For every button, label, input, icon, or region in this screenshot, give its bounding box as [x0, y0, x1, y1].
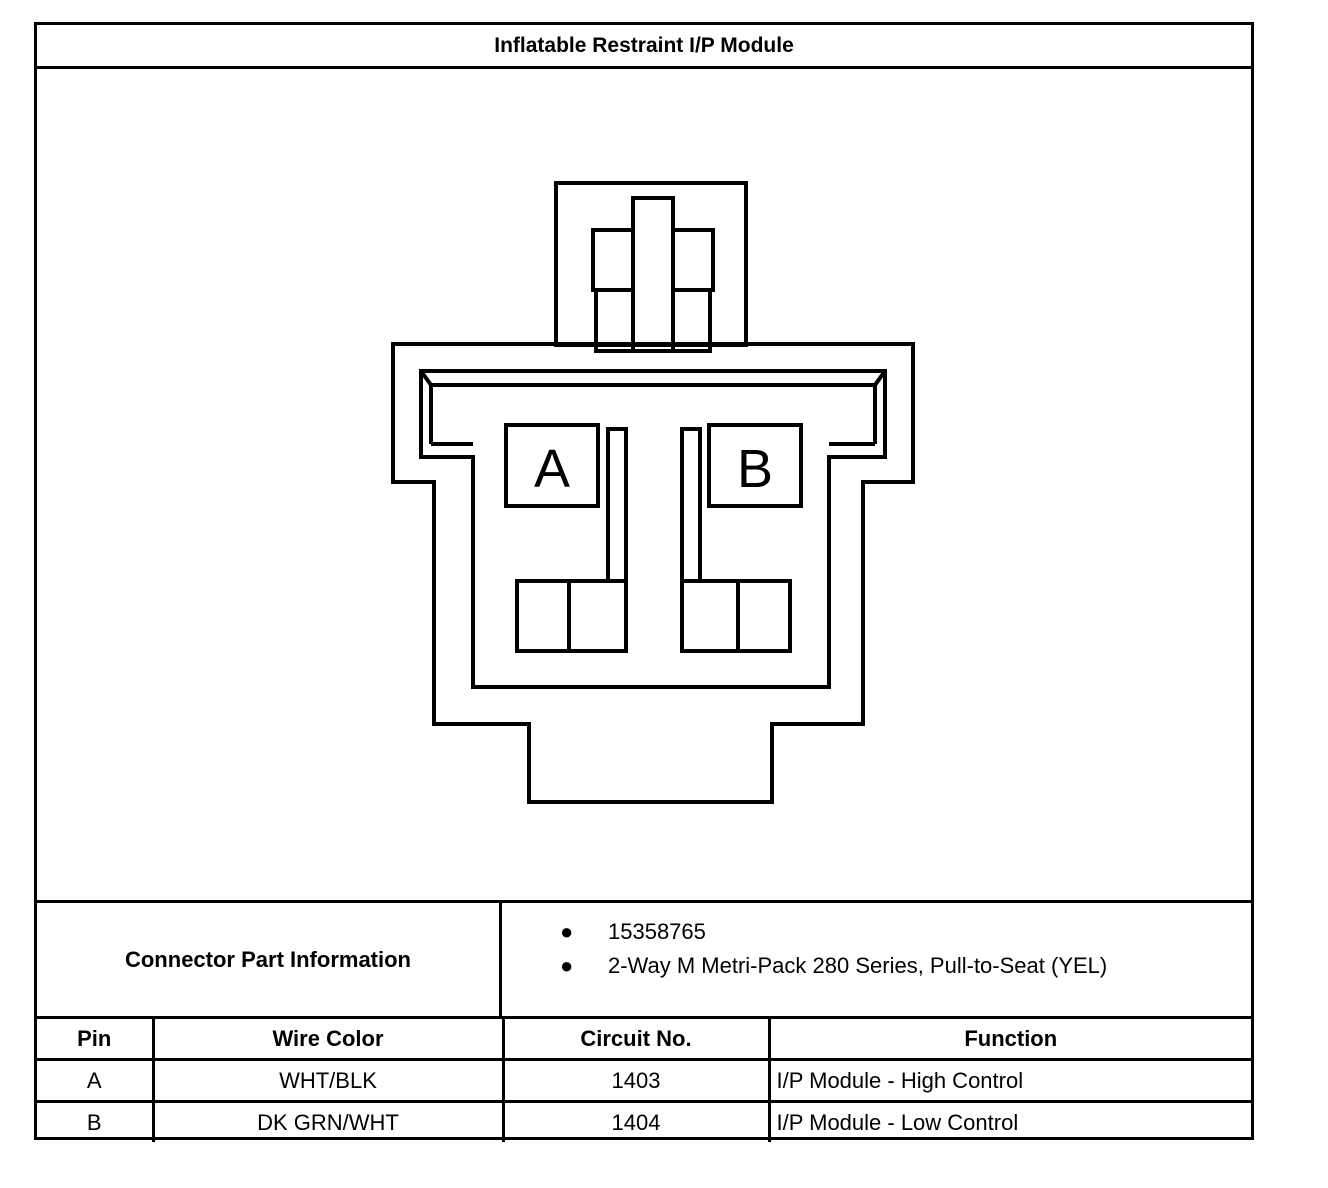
page-title: Inflatable Restraint I/P Module: [37, 25, 1251, 69]
table-header-row: Pin Wire Color Circuit No. Function: [37, 1019, 1251, 1061]
connector-face-svg: A B: [391, 181, 915, 804]
cell-pin: B: [37, 1100, 155, 1142]
header-function: Function: [767, 1019, 1251, 1061]
table-row: B DK GRN/WHT 1404 I/P Module - Low Contr…: [37, 1100, 1251, 1142]
part-info-item: ● 2-Way M Metri-Pack 280 Series, Pull-to…: [502, 949, 1251, 983]
cell-wire-color: WHT/BLK: [151, 1058, 505, 1103]
cell-function: I/P Module - Low Control: [767, 1100, 1251, 1142]
bullet-icon: ●: [560, 919, 574, 944]
cell-function: I/P Module - High Control: [767, 1058, 1251, 1103]
pinout-table: Pin Wire Color Circuit No. Function A WH…: [37, 1019, 1251, 1142]
cavity-b-latch: [680, 427, 702, 583]
cavity-a-label: A: [534, 439, 570, 499]
part-info-list: ● 15358765 ● 2-Way M Metri-Pack 280 Seri…: [502, 903, 1251, 1028]
part-info-item: ● 15358765: [502, 915, 1251, 949]
cell-pin: A: [37, 1058, 155, 1103]
header-pin: Pin: [37, 1019, 155, 1061]
lock-tab-right-upper: [671, 228, 715, 292]
table-row: A WHT/BLK 1403 I/P Module - High Control: [37, 1058, 1251, 1103]
header-circuit-no: Circuit No.: [501, 1019, 771, 1061]
lock-tab-left-lower: [594, 288, 635, 353]
cell-circuit-no: 1404: [501, 1100, 771, 1142]
diagram-frame: Inflatable Restraint I/P Module: [34, 22, 1254, 1142]
lock-tab-right-lower: [671, 288, 712, 353]
bullet-icon: ●: [560, 953, 574, 978]
lock-tab-left-upper: [591, 228, 635, 292]
connector-drawing: A B: [37, 69, 1251, 900]
connector-inner-cavity: [419, 369, 887, 689]
cavity-a-label-box: [504, 423, 600, 508]
part-info-label: Connector Part Information: [37, 903, 502, 1016]
header-wire-color: Wire Color: [151, 1019, 505, 1061]
cavity-a-terminal: [515, 579, 628, 653]
part-number: 15358765: [608, 919, 706, 944]
lock-tab-center: [631, 196, 675, 353]
cell-circuit-no: 1403: [501, 1058, 771, 1103]
cavity-a-latch: [606, 427, 628, 583]
cell-wire-color: DK GRN/WHT: [151, 1100, 505, 1142]
lock-tab-housing: [554, 181, 748, 347]
connector-part-info: Connector Part Information ● 15358765 ● …: [37, 900, 1251, 1019]
cavity-b-label-box: [707, 423, 803, 508]
part-description: 2-Way M Metri-Pack 280 Series, Pull-to-S…: [608, 953, 1108, 978]
cavity-b-label: B: [737, 439, 773, 499]
connector-outer-body: [391, 342, 915, 804]
